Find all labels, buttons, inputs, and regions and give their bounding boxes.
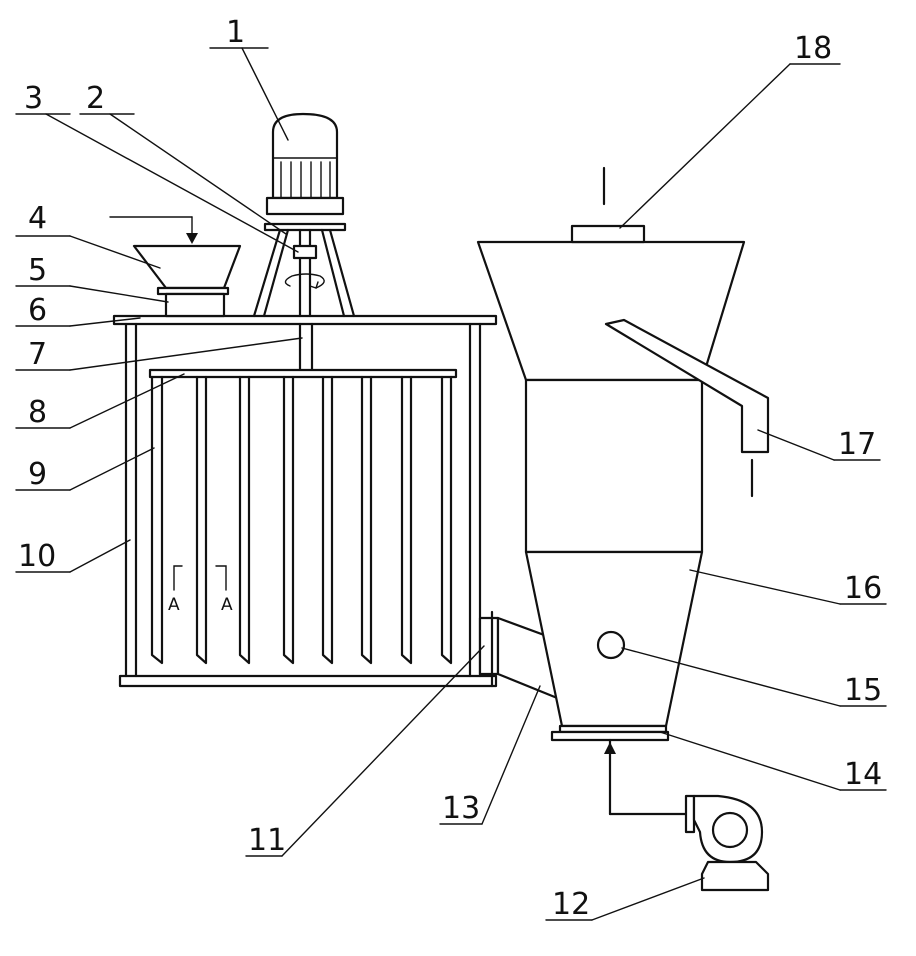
label-4: 4 <box>28 201 47 236</box>
label-17: 17 <box>838 427 876 462</box>
rotor-frame <box>148 368 458 379</box>
bottom-base <box>118 674 498 688</box>
top-plate <box>112 314 498 326</box>
side-outlet-pipe <box>604 318 770 498</box>
rotation-arrow <box>284 273 325 289</box>
section-label-right: A <box>221 595 233 615</box>
label-2: 2 <box>86 81 105 116</box>
label-15: 15 <box>844 673 882 708</box>
sight-port <box>596 630 626 660</box>
motor <box>263 112 347 232</box>
part-labels: 1 2 3 4 5 6 7 8 9 10 11 12 13 14 15 16 1… <box>18 15 882 922</box>
feed-arrow <box>109 216 198 244</box>
section-marks: A A <box>168 565 233 615</box>
leader-lines <box>15 47 887 921</box>
label-6: 6 <box>28 293 47 328</box>
label-13: 13 <box>442 791 480 826</box>
rotor-blades <box>150 375 453 665</box>
label-14: 14 <box>844 757 882 792</box>
label-8: 8 <box>28 395 47 430</box>
separator-vessel <box>476 166 746 742</box>
section-label-left: A <box>168 595 180 615</box>
label-1: 1 <box>226 15 245 50</box>
air-pipe <box>604 738 690 816</box>
coupling <box>292 244 318 260</box>
label-16: 16 <box>844 571 882 606</box>
left-tank <box>112 314 498 688</box>
motor-stand <box>252 228 356 318</box>
label-12: 12 <box>552 887 590 922</box>
label-5: 5 <box>28 253 47 288</box>
label-7: 7 <box>28 337 47 372</box>
label-18: 18 <box>794 31 832 66</box>
label-11: 11 <box>248 823 286 858</box>
label-9: 9 <box>28 457 47 492</box>
blower <box>684 794 770 892</box>
shaft <box>298 322 314 372</box>
label-3: 3 <box>24 81 43 116</box>
feed-hopper <box>132 244 242 318</box>
label-10: 10 <box>18 539 56 574</box>
